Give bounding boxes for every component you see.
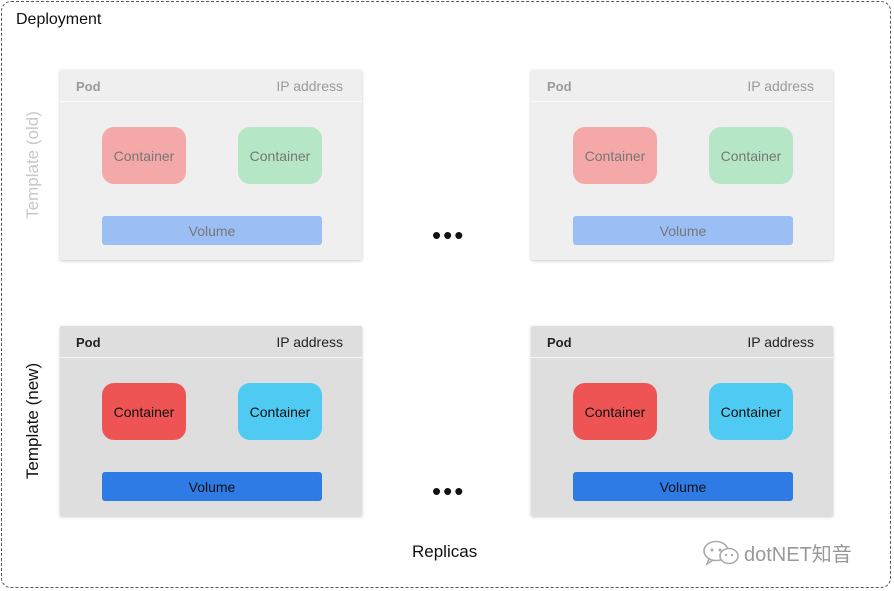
pod-header: Pod IP address [60, 326, 362, 358]
deployment-title: Deployment [16, 11, 102, 28]
pod-name: Pod [547, 79, 572, 94]
container-green: Container [238, 127, 322, 184]
pod-ip-address: IP address [276, 78, 343, 94]
pod-ip-address: IP address [276, 334, 343, 350]
pod-name: Pod [76, 79, 101, 94]
pod-ip-address: IP address [747, 78, 814, 94]
pod-header: Pod IP address [531, 70, 833, 102]
container-blue: Container [238, 383, 322, 440]
pod-name: Pod [547, 335, 572, 350]
ellipsis-old: ••• [432, 220, 466, 250]
watermark: dotNET知音 [702, 538, 852, 567]
container-green: Container [709, 127, 793, 184]
container-red: Container [102, 383, 186, 440]
volume: Volume [102, 472, 322, 501]
pod-header: Pod IP address [531, 326, 833, 358]
template-new-label: Template (new) [23, 362, 42, 480]
volume: Volume [102, 216, 322, 245]
container-red: Container [573, 127, 657, 184]
replicas-label: Replicas [412, 542, 478, 561]
pod-new-left: Pod IP address Container Container Volum… [60, 326, 362, 516]
pod-old-left: Pod IP address Container Container Volum… [60, 70, 362, 260]
container-blue: Container [709, 383, 793, 440]
pod-old-right: Pod IP address Container Container Volum… [531, 70, 833, 260]
template-old-label: Template (old) [23, 111, 42, 219]
pod-name: Pod [76, 335, 101, 350]
volume: Volume [573, 216, 793, 245]
container-red: Container [102, 127, 186, 184]
ellipsis-new: ••• [432, 476, 466, 506]
volume: Volume [573, 472, 793, 501]
watermark-text: dotNET知音 [744, 544, 852, 566]
pod-ip-address: IP address [747, 334, 814, 350]
pod-new-right: Pod IP address Container Container Volum… [531, 326, 833, 516]
pod-header: Pod IP address [60, 70, 362, 102]
wechat-icon [703, 540, 739, 566]
container-red: Container [573, 383, 657, 440]
